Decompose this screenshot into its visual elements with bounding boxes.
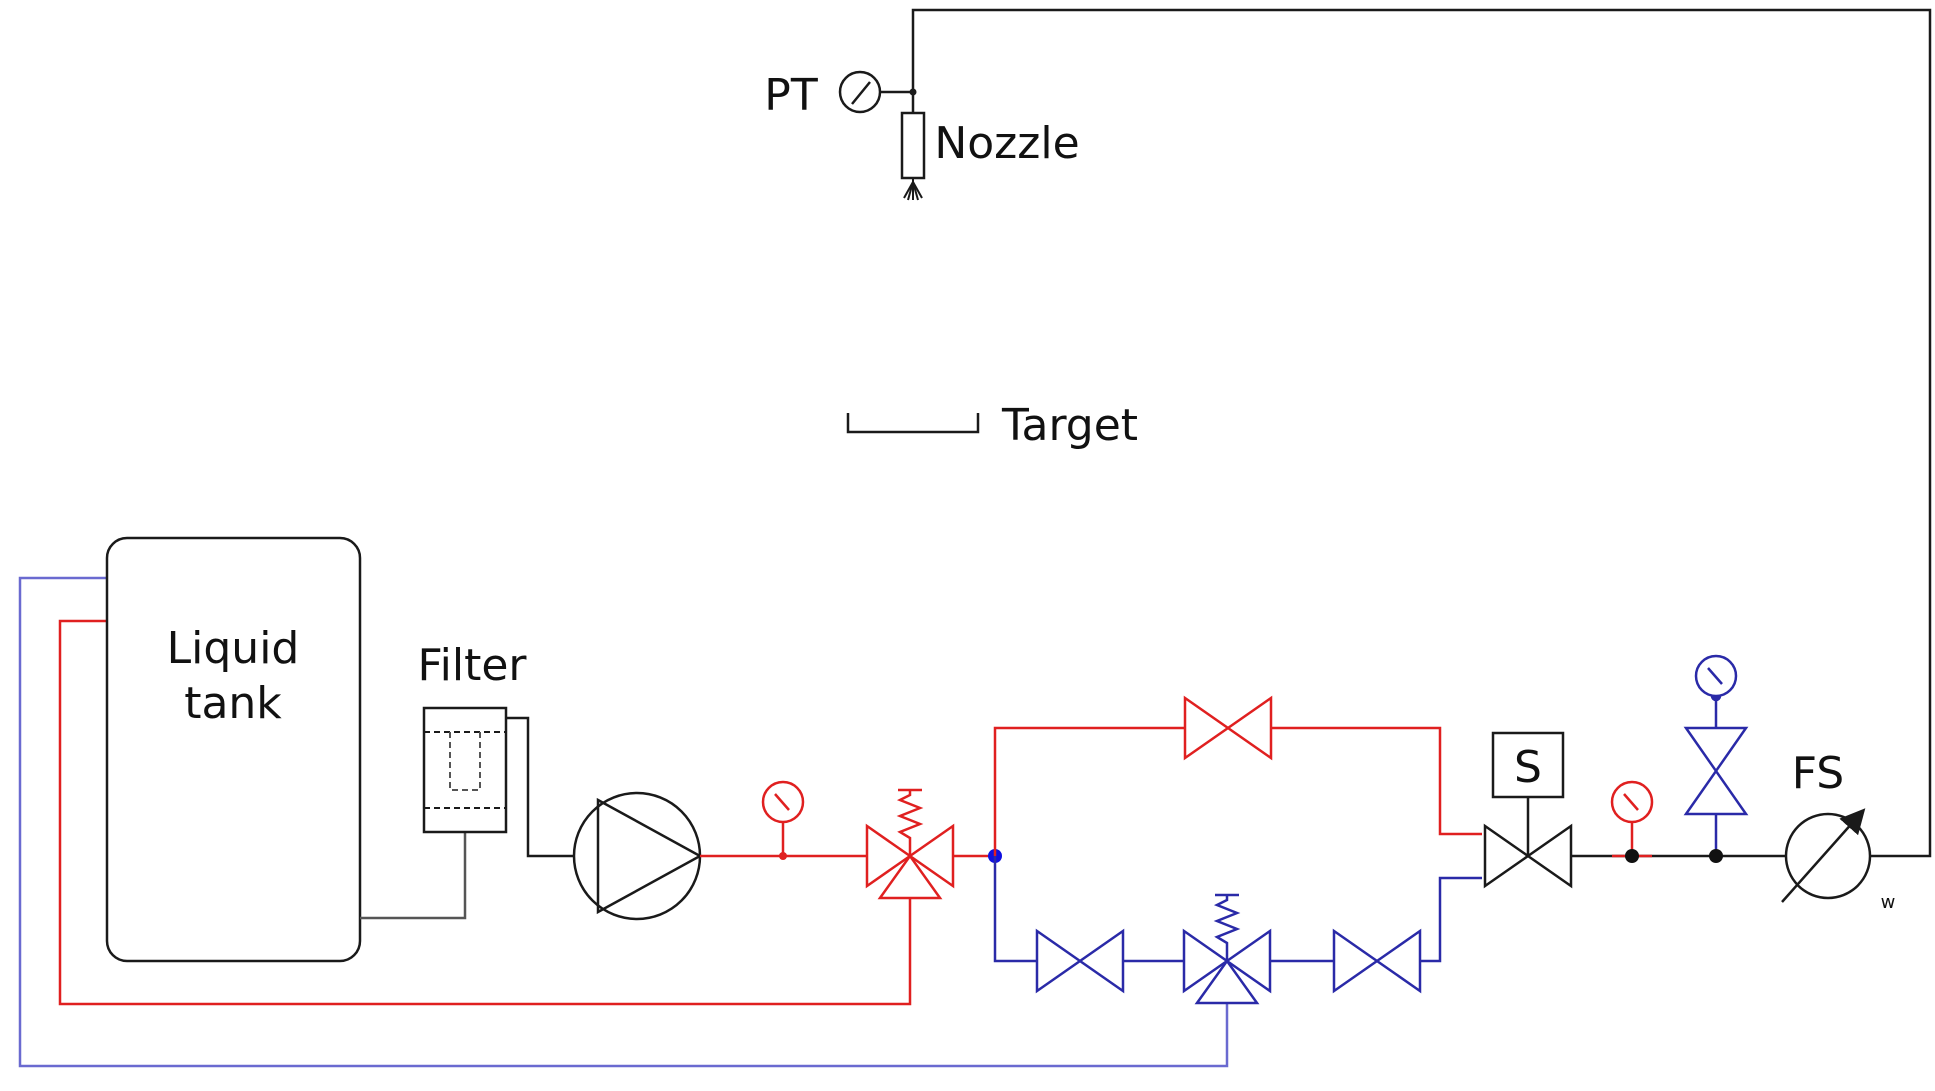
blue-relief-valve-icon: [1182, 893, 1272, 1005]
blue-return-line: [18, 576, 1229, 1068]
blue-gate-valve-2-icon: [1332, 928, 1422, 994]
filter-to-pump-line: [506, 716, 574, 858]
filter-label: Filter: [418, 640, 528, 691]
junction-black-2: [1709, 849, 1723, 863]
tank-to-filter-line: [360, 832, 467, 920]
flow-sensor-icon: [1781, 808, 1872, 903]
blue-lower-branch: [993, 856, 1482, 963]
fs-sub-label: w: [1881, 892, 1896, 913]
red-return-line: [58, 619, 912, 1006]
junction-black-1: [1625, 849, 1639, 863]
pt-label: PT: [764, 70, 818, 121]
red-upper-branch: [993, 726, 1482, 856]
target-label: Target: [1001, 400, 1138, 451]
blue-gauge-valve-icon: [1683, 654, 1749, 856]
pressure-gauge-2-icon: [1610, 780, 1654, 856]
fs-label: FS: [1792, 748, 1844, 799]
solenoid-label: S: [1514, 742, 1542, 793]
red-gate-valve-icon: [1183, 695, 1273, 761]
blue-gate-valve-1-icon: [1035, 928, 1125, 994]
pump-symbol: [572, 791, 703, 921]
filter-symbol: [422, 706, 508, 834]
pressure-gauge-1-icon: [761, 780, 805, 860]
pt-gauge-icon: [838, 70, 917, 114]
liquid-tank-label-line1: Liquid: [167, 623, 300, 674]
red-relief-valve-icon: [865, 788, 955, 900]
nozzle-icon: [900, 111, 926, 201]
target-icon: [846, 413, 980, 434]
liquid-tank: [105, 536, 362, 963]
nozzle-label: Nozzle: [934, 118, 1079, 169]
liquid-tank-label-line2: tank: [184, 678, 282, 729]
fs-to-nozzle-line: [911, 8, 1932, 858]
